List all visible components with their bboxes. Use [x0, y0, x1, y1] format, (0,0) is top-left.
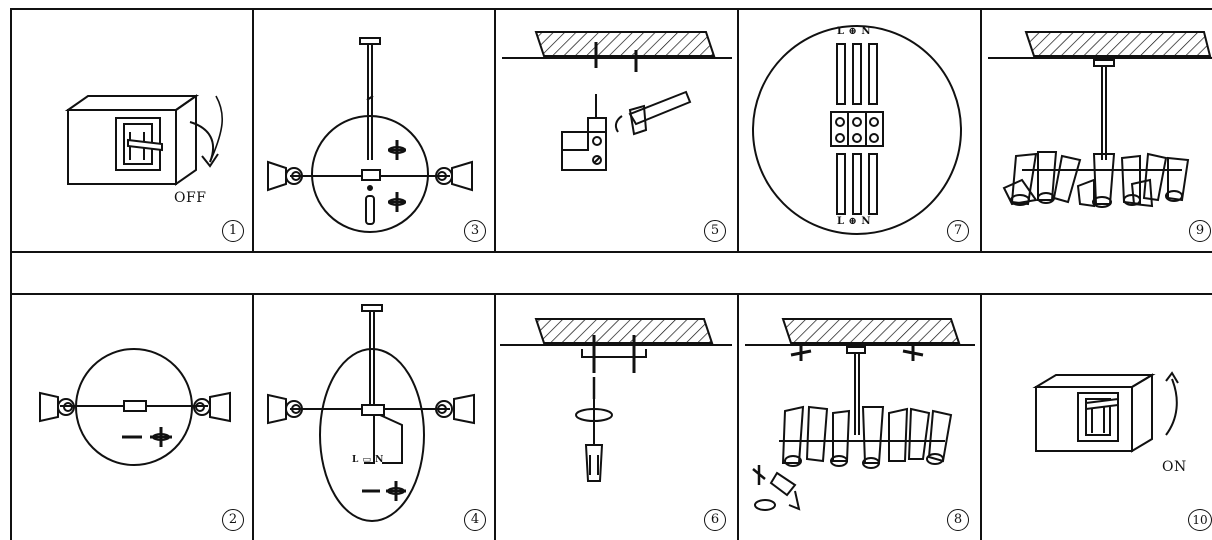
wiring-connection-illustration	[267, 304, 475, 522]
frame-left	[10, 8, 12, 540]
on-caption: ON	[1162, 459, 1187, 475]
off-caption: OFF	[174, 190, 207, 206]
step-8-panel: 8	[739, 295, 980, 540]
step-number-6: 6	[704, 509, 726, 531]
col-divider-5	[252, 293, 254, 540]
step-7-panel: L ⊕ N L ⊕ N 7	[739, 10, 980, 251]
step-number-8: 8	[947, 509, 969, 531]
wall-switch-on-illustration	[1032, 371, 1179, 453]
lamp-arm-removal-illustration	[39, 348, 231, 466]
col-divider-6	[494, 293, 496, 540]
step-2-panel: 2	[12, 295, 252, 540]
frame-top	[10, 8, 1212, 10]
step-number-7: 7	[947, 220, 969, 242]
lamp-assembly-illustration	[267, 37, 473, 233]
terminal-label-bottom: L ⊕ N	[837, 216, 872, 227]
screw-ceiling-illustration	[500, 318, 732, 482]
step-6-panel: 6	[496, 295, 737, 540]
shade-attachment-illustration	[745, 318, 975, 511]
installed-chandelier-illustration	[988, 31, 1212, 208]
col-divider-8	[980, 293, 982, 540]
mounting-bracket-illustration	[502, 31, 732, 171]
col-divider-7	[737, 293, 739, 540]
row-divider-2	[10, 293, 1212, 295]
step-3-panel: 3	[254, 10, 494, 251]
step-number-1: 1	[222, 220, 244, 242]
step-10-panel: ON 10	[982, 295, 1212, 540]
col-divider-2	[494, 8, 496, 252]
step-4-panel: L ▭ N 4	[254, 295, 494, 540]
step-9-panel: 9	[982, 10, 1212, 251]
step-number-2: 2	[222, 509, 244, 531]
step-number-10: 10	[1188, 509, 1212, 531]
step-5-panel: 5	[496, 10, 737, 251]
step-number-4: 4	[464, 509, 486, 531]
col-divider-4	[980, 8, 982, 252]
terminal-label-top: L ⊕ N	[837, 26, 872, 37]
wall-switch-off-illustration	[64, 94, 224, 186]
row-divider-1	[10, 251, 1212, 253]
col-divider-1	[252, 8, 254, 252]
col-divider-3	[737, 8, 739, 252]
step-number-9: 9	[1189, 220, 1211, 242]
terminal-block-wiring-illustration	[752, 25, 962, 235]
step-number-5: 5	[704, 220, 726, 242]
step-number-3: 3	[464, 220, 486, 242]
step-4-terminal-label: L ▭ N	[352, 455, 384, 465]
step-1-panel: OFF 1	[12, 10, 252, 251]
